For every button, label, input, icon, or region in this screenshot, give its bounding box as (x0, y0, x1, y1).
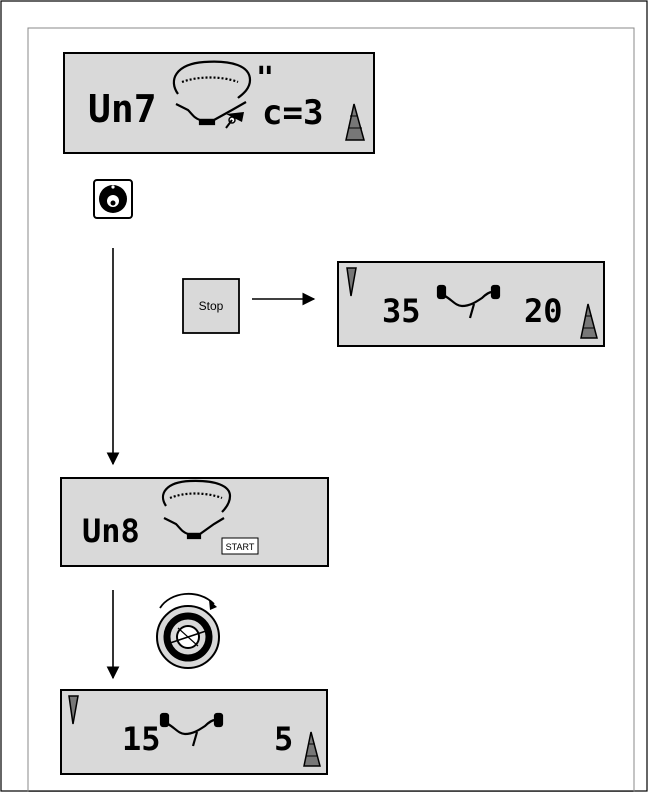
wheel-spin-icon[interactable] (156, 592, 220, 669)
display-panel-3: Un8 START (60, 477, 329, 567)
panel1-level: c=3 (262, 93, 323, 133)
probe-icon (225, 112, 244, 129)
tire-profile-icon (172, 60, 252, 126)
inner-frame (27, 27, 635, 792)
panel1-code: Un7 (88, 87, 157, 131)
tire-profile-icon (161, 479, 232, 540)
panel2-left-value: 35 (382, 292, 421, 330)
cone-indicator-icon (345, 103, 365, 141)
panel2-right-value: 20 (524, 292, 563, 330)
panel4-right-value: 5 (274, 720, 293, 758)
display-panel-2: 35 20 (337, 261, 605, 347)
start-indicator (221, 537, 259, 555)
cone-indicator-icon (68, 695, 79, 725)
cone-indicator-icon (580, 303, 598, 339)
stop-button-label: Stop (199, 299, 224, 313)
panel3-code: Un8 (82, 512, 140, 550)
axle-icon (159, 712, 224, 747)
panel4-left-value: 15 (122, 720, 161, 758)
cone-indicator-icon (303, 731, 321, 767)
cone-indicator-icon (346, 267, 357, 297)
stop-button[interactable]: Stop (182, 278, 240, 334)
axle-icon (436, 284, 501, 319)
display-panel-1: Un7 " c=3 (63, 52, 375, 154)
start-label: START (226, 542, 255, 552)
display-panel-4: 15 5 (60, 689, 328, 775)
knob-icon[interactable] (93, 179, 133, 219)
panel1-inch-mark: " (256, 61, 274, 96)
